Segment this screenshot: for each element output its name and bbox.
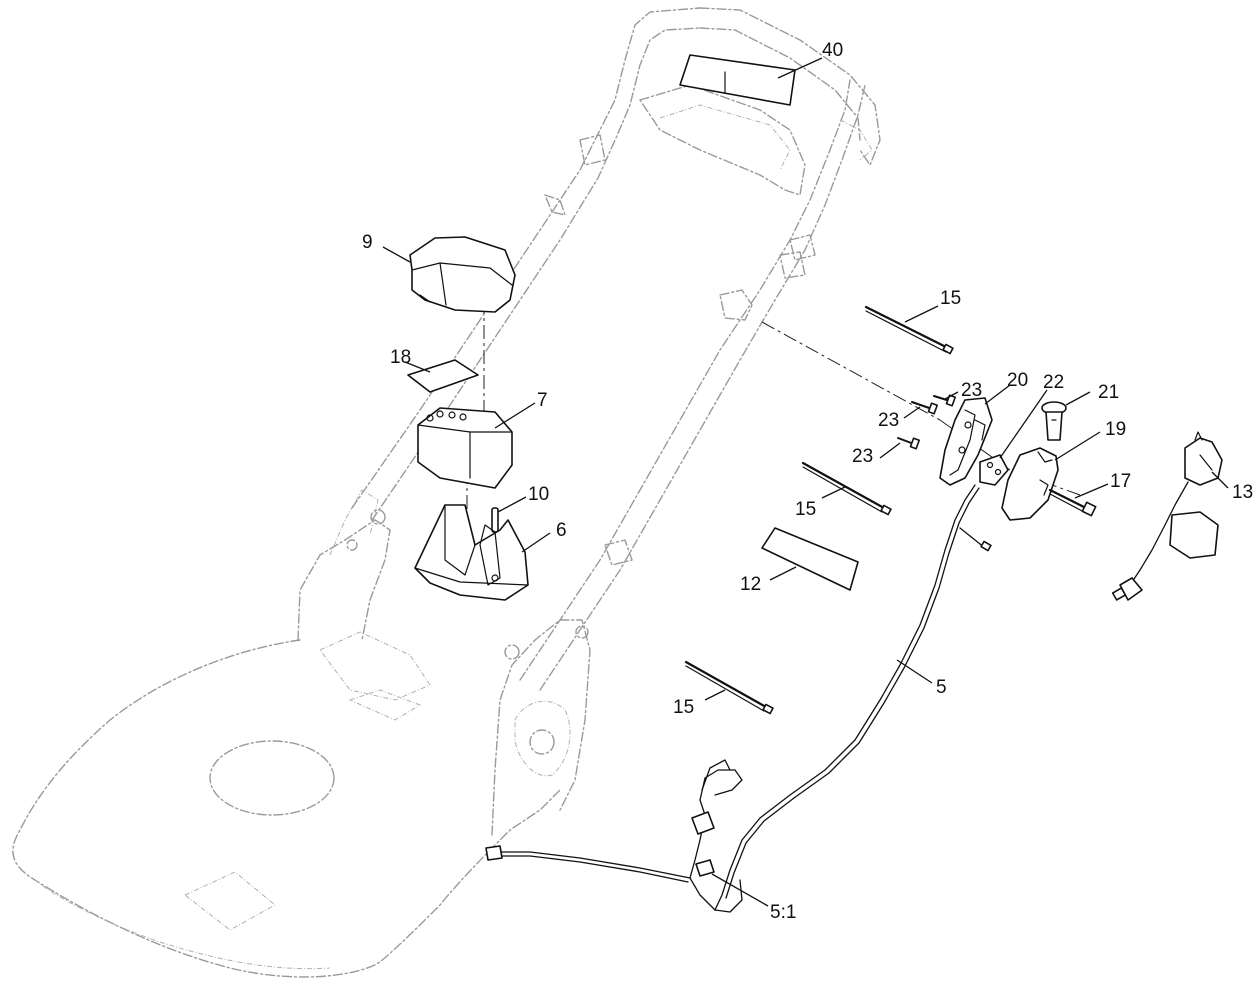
callout-18: 18 — [390, 347, 411, 368]
part-23-screws — [897, 394, 956, 450]
part-18-label — [407, 359, 479, 393]
callout-6: 6 — [556, 520, 567, 541]
callout-labels: 40 9 18 7 10 6 15 15 15 23 23 23 20 22 2… — [362, 40, 1253, 923]
part-20-switch-housing — [939, 397, 993, 486]
callout-7: 7 — [537, 390, 548, 411]
part-15-cable-tie-middle — [801, 461, 892, 516]
part-9-battery-cover — [409, 236, 516, 313]
callout-15-lower: 15 — [673, 697, 694, 718]
callout-10: 10 — [528, 484, 549, 505]
callout-23-lower: 23 — [852, 446, 873, 467]
callout-9: 9 — [362, 232, 373, 253]
part-21-key — [1041, 401, 1067, 441]
callout-17: 17 — [1110, 471, 1131, 492]
mower-deck-outline — [12, 639, 561, 978]
part-22-switch — [979, 454, 1009, 486]
callout-19: 19 — [1105, 419, 1126, 440]
callout-22: 22 — [1043, 372, 1064, 393]
part-15-cable-tie-upper — [864, 305, 954, 355]
handle-left-rail-outline — [351, 7, 701, 509]
part-5-wire-harness — [485, 484, 992, 913]
right-rear-housing-outline — [491, 619, 591, 836]
part-12-decal — [761, 527, 859, 591]
callout-23-top: 23 — [961, 380, 982, 401]
part-10-pin — [491, 507, 499, 533]
part-40-decal — [679, 54, 796, 106]
handle-top-grip-outline — [699, 7, 881, 166]
callout-13: 13 — [1232, 482, 1253, 503]
part-15-cable-tie-lower — [684, 660, 774, 715]
callout-12: 12 — [740, 574, 761, 595]
deck-dome-outline — [209, 740, 335, 816]
part-6-battery-tray — [414, 504, 529, 601]
left-rear-housing-outline — [297, 519, 391, 641]
leader-lines — [382, 57, 1229, 907]
callout-5-1: 5:1 — [770, 902, 796, 923]
callout-40: 40 — [822, 40, 843, 61]
callout-20: 20 — [1007, 370, 1028, 391]
mower-outline — [12, 7, 881, 978]
callout-21: 21 — [1098, 382, 1119, 403]
callout-15-upper: 15 — [940, 288, 961, 309]
part-19-switch-cover — [1001, 447, 1059, 521]
callout-15-middle: 15 — [795, 499, 816, 520]
handle-right-rail-outline — [519, 79, 851, 681]
callout-5: 5 — [936, 677, 947, 698]
callout-23-left: 23 — [878, 410, 899, 431]
part-7-battery — [417, 407, 513, 489]
part-13-charger — [1111, 431, 1223, 601]
part-17-bolt — [1048, 488, 1097, 517]
